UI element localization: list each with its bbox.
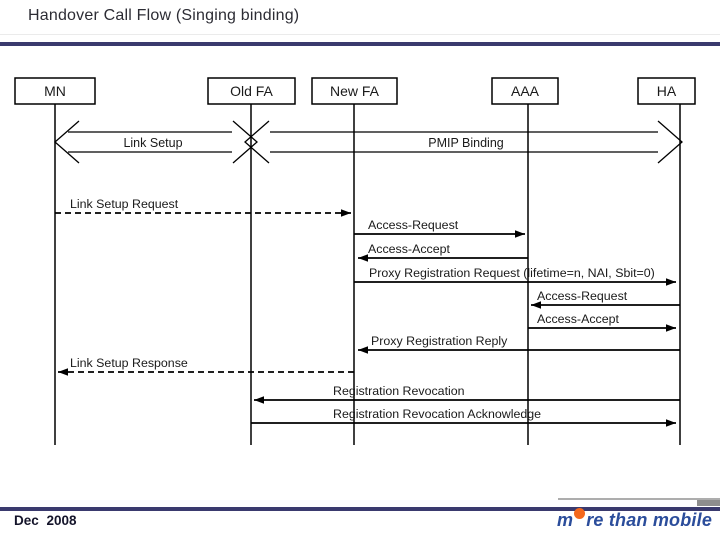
wide-arrow-right-chevron-icon <box>232 120 258 164</box>
entity-label-ha: HA <box>657 83 677 99</box>
message-label: Link Setup Request <box>70 197 179 211</box>
message-label: Access-Request <box>368 218 459 232</box>
arrowhead-left-icon <box>358 346 368 354</box>
message-label: Access-Accept <box>368 242 451 256</box>
arrowhead-left-icon <box>254 396 264 404</box>
brand-logo-text-m: m <box>557 510 574 530</box>
entity-box-aaa <box>491 77 559 105</box>
arrowhead-left-icon <box>531 301 541 309</box>
wide-arrow-left-chevron-icon <box>244 120 270 164</box>
arrowhead-right-icon <box>666 419 676 427</box>
entity-label-old-fa: Old FA <box>230 83 273 99</box>
footer-date: Dec 2008 <box>14 513 77 528</box>
wide-arrow-label: Link Setup <box>123 136 182 150</box>
page-title: Handover Call Flow (Singing binding) <box>28 7 300 24</box>
entity-label-new-fa: New FA <box>330 83 380 99</box>
wide-arrow-label: PMIP Binding <box>428 136 504 150</box>
brand-logo-text-rest: re than mobile <box>586 510 713 530</box>
brand-logo-orange-dot-icon <box>574 508 586 519</box>
arrowhead-right-icon <box>666 278 676 286</box>
entity-box-new-fa <box>311 77 398 105</box>
message-label: Access-Request <box>537 289 628 303</box>
message-label: Registration Revocation Acknowledge <box>333 407 541 421</box>
brand-logo: m re than mobile <box>557 508 713 531</box>
footer-accent-bar <box>697 500 720 506</box>
arrowhead-left-icon <box>358 254 368 262</box>
footer-rule <box>0 507 720 511</box>
arrowhead-right-icon <box>515 230 525 238</box>
wide-arrow-left-chevron-icon <box>54 120 80 164</box>
entity-box-old-fa <box>207 77 296 105</box>
wide-arrow-right-chevron-icon <box>657 120 683 164</box>
message-label: Proxy Registration Request (lifetime=n, … <box>369 266 655 280</box>
header-rule <box>0 42 720 46</box>
message-label: Link Setup Response <box>70 356 188 370</box>
message-label: Registration Revocation <box>333 384 465 398</box>
entity-label-mn: MN <box>44 83 66 99</box>
footer-accent-line <box>558 498 720 500</box>
arrowhead-right-icon <box>341 209 351 217</box>
arrowhead-left-icon <box>58 368 68 376</box>
title-hairline <box>0 34 720 35</box>
entity-label-aaa: AAA <box>511 83 540 99</box>
message-label: Proxy Registration Reply <box>371 334 508 348</box>
message-label: Access-Accept <box>537 312 620 326</box>
entity-box-ha <box>637 77 696 105</box>
entity-box-mn <box>14 77 96 105</box>
arrowhead-right-icon <box>666 324 676 332</box>
